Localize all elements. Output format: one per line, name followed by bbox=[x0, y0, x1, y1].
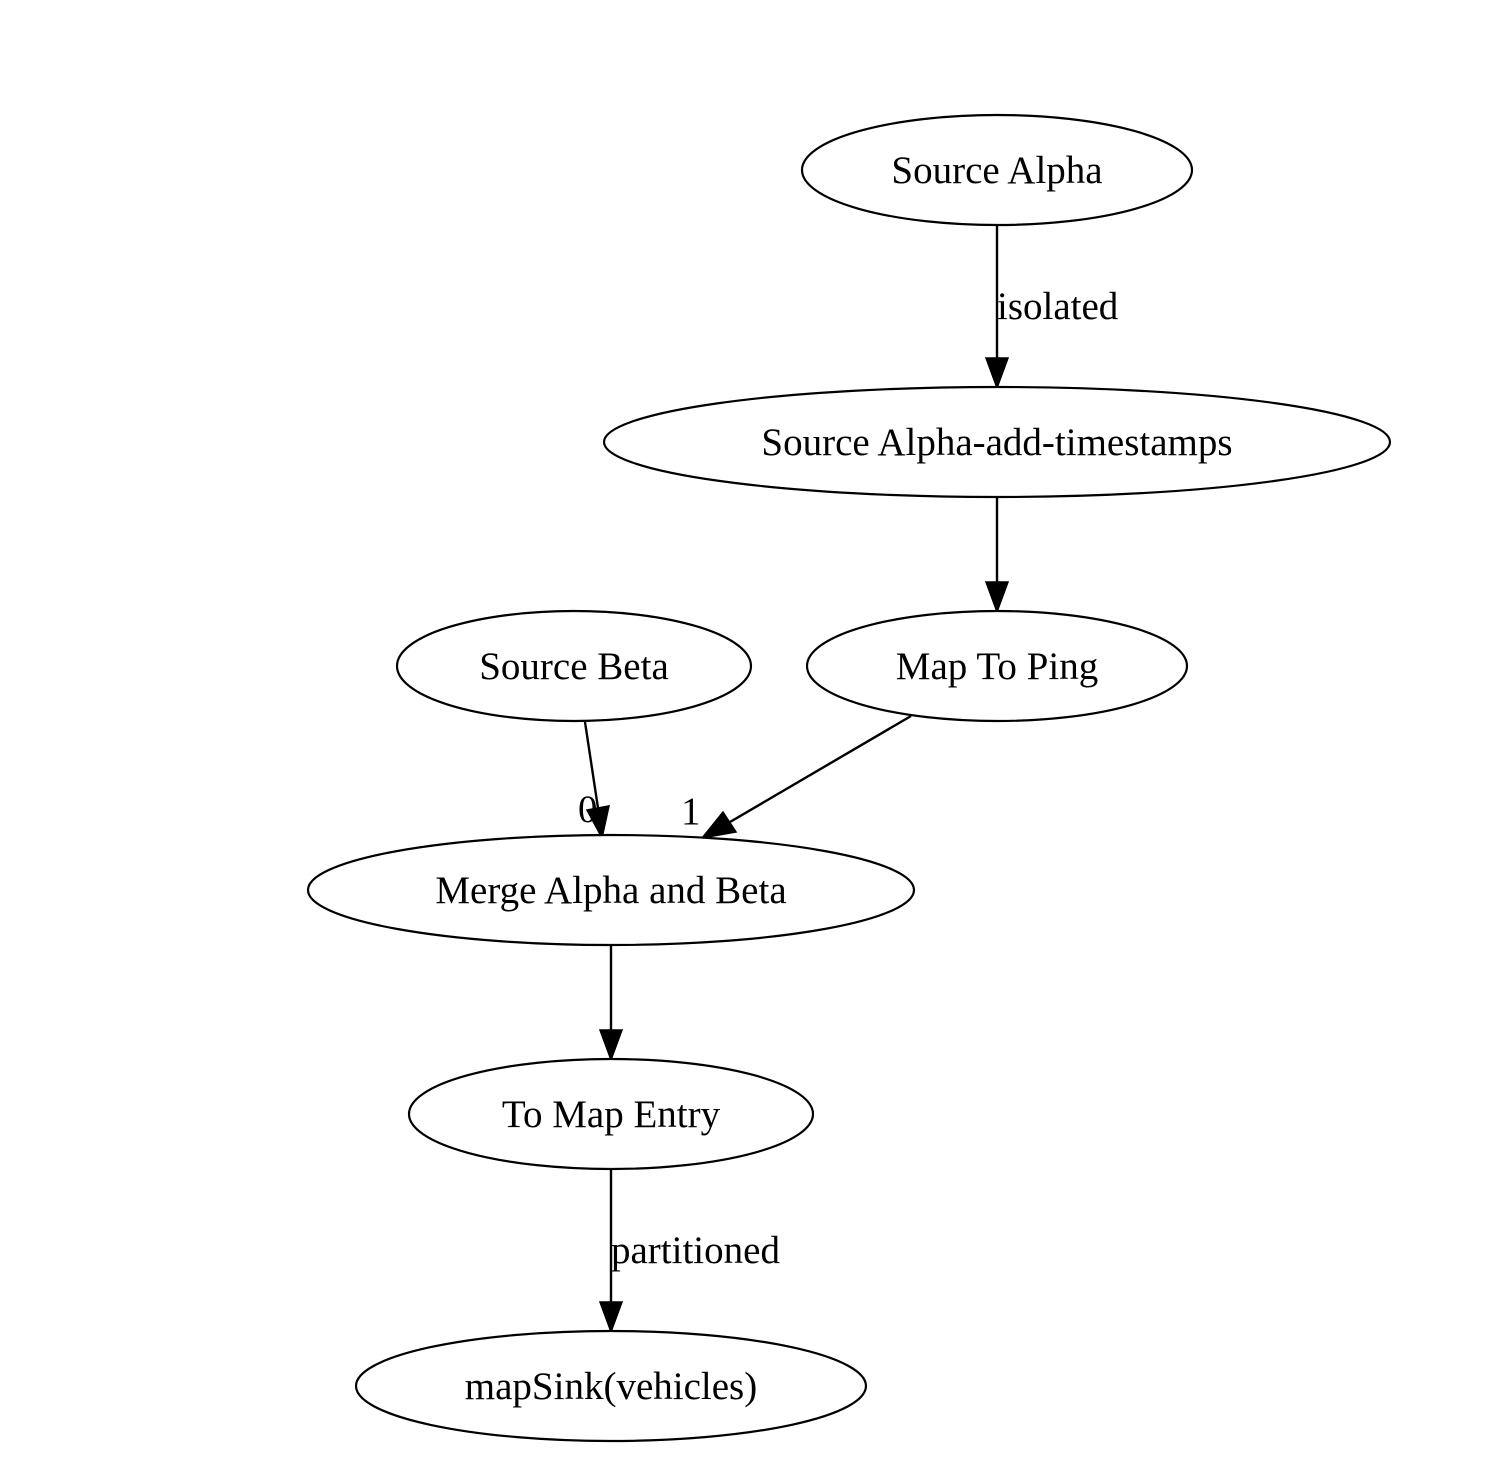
node-ellipse bbox=[602, 385, 1392, 499]
node-merge-alpha-and-beta[interactable]: Merge Alpha and Beta bbox=[306, 833, 916, 947]
node-ellipse bbox=[407, 1057, 815, 1171]
edge-alpha-to-timestamps: isolated bbox=[984, 226, 1119, 391]
arrowhead bbox=[984, 581, 1010, 615]
edge-beta-to-merge: 0 bbox=[578, 721, 610, 841]
node-label: Source Alpha bbox=[891, 149, 1102, 192]
edge-entry-to-sink: partitioned bbox=[598, 1169, 780, 1335]
node-source-alpha-add-timestamps[interactable]: Source Alpha-add-timestamps bbox=[602, 385, 1392, 499]
node-source-alpha[interactable]: Source Alpha bbox=[800, 113, 1194, 227]
edge-ping-to-merge: 1 bbox=[681, 714, 912, 840]
node-label: Source Alpha-add-timestamps bbox=[761, 421, 1232, 464]
arrowhead bbox=[700, 810, 738, 840]
edge-merge-to-entry bbox=[598, 946, 624, 1063]
arrowhead bbox=[585, 805, 610, 841]
node-label: To Map Entry bbox=[502, 1093, 721, 1136]
arrowhead bbox=[598, 1029, 624, 1063]
edge-label-port-1: 1 bbox=[681, 790, 701, 833]
node-map-to-ping[interactable]: Map To Ping bbox=[805, 609, 1189, 723]
node-to-map-entry[interactable]: To Map Entry bbox=[407, 1057, 815, 1171]
node-ellipse bbox=[800, 113, 1194, 227]
edge-label-isolated: isolated bbox=[997, 285, 1119, 328]
edge-timestamps-to-ping bbox=[984, 497, 1010, 615]
edge-line bbox=[583, 721, 600, 809]
edge-label-partitioned: partitioned bbox=[611, 1229, 780, 1272]
node-label: mapSink(vehicles) bbox=[465, 1365, 757, 1408]
node-label: Source Beta bbox=[479, 645, 669, 688]
arrowhead bbox=[984, 357, 1010, 391]
node-ellipse bbox=[395, 609, 753, 723]
node-ellipse bbox=[805, 609, 1189, 723]
edge-line bbox=[729, 714, 912, 824]
node-map-sink-vehicles[interactable]: mapSink(vehicles) bbox=[354, 1329, 868, 1443]
node-ellipse bbox=[306, 833, 916, 947]
node-ellipse bbox=[354, 1329, 868, 1443]
node-label: Map To Ping bbox=[896, 645, 1098, 688]
node-source-beta[interactable]: Source Beta bbox=[395, 609, 753, 723]
arrowhead bbox=[598, 1301, 624, 1335]
node-label: Merge Alpha and Beta bbox=[435, 869, 786, 912]
edge-label-port-0: 0 bbox=[578, 788, 598, 831]
